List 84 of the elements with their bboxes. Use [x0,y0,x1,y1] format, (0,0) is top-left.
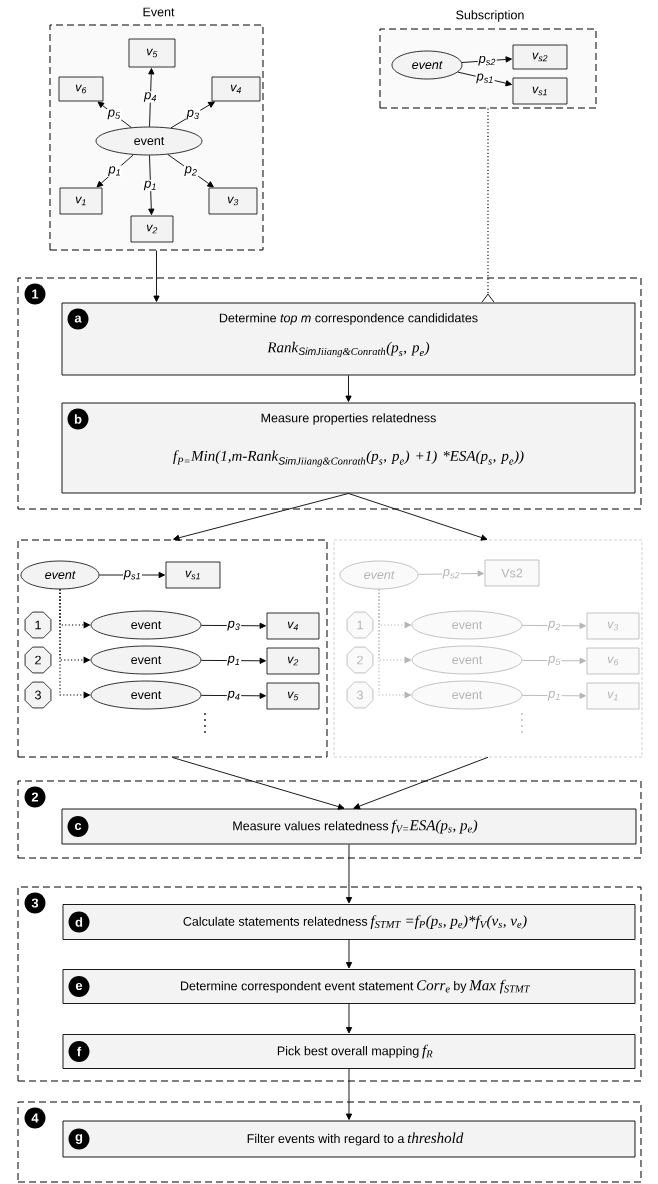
edge-label: p$_{5}$ [547,654,562,667]
arrow [345,844,353,904]
value-box: v$_{6}$ [58,76,104,102]
rank-octagon: 2 [24,646,52,674]
edge-label: p$_{2}$ [547,619,562,632]
arrow [98,571,165,579]
process-box: f Pick best overall mapping f$_{R}$ [62,1034,636,1069]
arrow [457,71,512,87]
edge-label: p$_{s2}$ [442,568,461,580]
arrow [97,101,132,128]
step-badge: 4 [24,1107,46,1129]
process-box: a Determine top m correspondence candididates $\textit{Rank}_{\textrm{Sim}\textit{Jiiang\&Conrath}}\textit{(p}_{\textit{s}}\textit{, p}_{\textit{e}}\textit{)}$ [61,302,636,376]
value-box: v$_{5}$ [266,682,320,710]
edge-label: p$_{4}$ [143,91,158,103]
rank-octagon: 2 [346,646,374,674]
arrow [417,570,484,577]
value-box: v$_{2}$ [130,215,174,243]
arrow [521,692,586,699]
edge-label: p$_{1}$ [547,689,562,702]
rank-octagon: 1 [24,611,52,639]
step-badge: 2 [24,786,46,808]
letter-badge: a [67,308,89,330]
frame-heading: Subscription [456,10,524,22]
arrow [481,107,495,303]
value-box: v$_{6}$ [586,647,640,675]
arrow [153,250,160,302]
arrow [345,939,353,969]
edge-label: p$_{1}$ [107,165,122,177]
step-badge: 3 [24,892,46,914]
arrow [345,1003,353,1034]
process-box: g Filter events with regard to a threshold [62,1120,636,1158]
arrow [348,493,488,541]
edge-label: p$_{3}$ [226,619,242,632]
process-box: e Determine correspondent event statement Corr$_{e}$ by Max f$_{STMT}$ [62,969,636,1004]
arrow [167,154,214,188]
value-box: v$_{s1}$ [512,77,568,105]
process-box: d Calculate statements relatedness f$_{STMT}$ =f$_{P}$(p$_{s}$, p$_{e}$)*f$_{V}$(v$_{s}$, v$_{e}$) [62,904,636,940]
arrow [200,657,266,664]
edge-label: p$_{s1}$ [123,569,142,581]
value-box: Vs2 [484,559,540,587]
rank-octagon: 1 [346,611,374,639]
value-box: v$_{1}$ [59,187,103,215]
arrow [345,1068,353,1120]
value-box: v$_{3}$ [586,612,640,640]
arrow [172,757,345,810]
edge-label: p$_{s2}$ [477,55,497,67]
value-box: v$_{4}$ [211,76,261,102]
arrow [200,622,266,629]
value-box: v$_{1}$ [586,682,640,710]
letter-badge: d [68,911,90,933]
value-box: v$_{4}$ [266,612,320,640]
frame-heading: Event [143,7,175,17]
rank-octagon: 3 [346,681,374,709]
arrow [96,154,134,188]
letter-badge: b [67,408,89,430]
rank-octagon: 3 [24,681,52,709]
arrow [170,101,215,129]
letter-badge: g [68,1128,90,1150]
value-box: v$_{2}$ [266,647,320,675]
process-box: b Measure properties relatedness $\textit{f}_{\textit{P=}}\textit{Min(1,m-Rank}_{\textrm{Sim}\textit{Jiiang\&Conrath}}\textit{(p}_{\textit{s}}\textit{, p}_{\textit{e}}\textit{) +1) *ESA(p}_{\textit{s}}\textit{, p}_{\textit{e}}\textit{))}$ [61,402,636,494]
arrow [353,756,489,810]
letter-badge: e [68,976,90,997]
edge-label: p$_{4}$ [226,689,242,702]
value-box: v$_{s1}$ [165,561,221,589]
edge-label: p$_{1}$ [226,654,242,667]
arrow [200,692,266,699]
edge-label: p$_{2}$ [183,165,199,177]
arrow [148,154,155,215]
step-badge: 1 [24,283,46,305]
value-box: v$_{s2}$ [512,44,568,70]
process-box: c Measure values relatedness f$_{V=}$ESA(p$_{s}$, p$_{e}$) [61,808,637,845]
arrow [521,657,586,664]
letter-badge: f [68,1041,90,1062]
dashed-frame [17,539,328,758]
arrow [461,56,512,63]
arrow [173,493,349,541]
value-box: v$_{3}$ [208,187,258,215]
arrow [345,375,352,402]
value-box: v$_{5}$ [128,38,176,68]
arrow [521,622,586,629]
letter-badge: c [67,816,89,837]
arrow [148,68,155,128]
edge-label: p$_{3}$ [185,109,201,121]
dashed-frame [333,539,643,758]
